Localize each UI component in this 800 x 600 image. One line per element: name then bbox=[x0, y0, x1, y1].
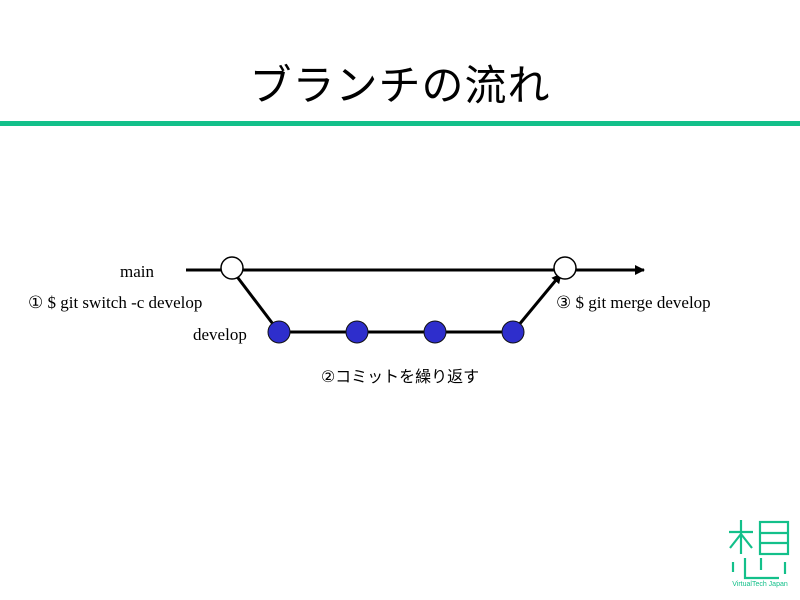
title-divider bbox=[0, 121, 800, 126]
develop-commit-2 bbox=[345, 320, 369, 344]
step3-label: ③ $ git merge develop bbox=[556, 293, 711, 312]
slide-title: ブランチの流れ bbox=[249, 61, 551, 110]
develop-branch-label: develop bbox=[193, 325, 247, 344]
step1-label: ① $ git switch -c develop bbox=[28, 293, 202, 312]
develop-commits bbox=[267, 320, 525, 344]
branch-off-line bbox=[230, 269, 281, 333]
develop-commit-4 bbox=[501, 320, 525, 344]
main-branch-label: main bbox=[120, 262, 154, 281]
main-commit-branch-point bbox=[220, 256, 244, 280]
develop-commit-1 bbox=[267, 320, 291, 344]
step2-label: ②コミットを繰り返す bbox=[321, 367, 479, 386]
develop-commit-3 bbox=[423, 320, 447, 344]
logo-caption: VirtualTech Japan bbox=[732, 581, 788, 588]
main-commit-merge-point bbox=[553, 256, 577, 280]
merge-line bbox=[511, 273, 563, 333]
virtualtech-logo-icon bbox=[729, 520, 790, 580]
